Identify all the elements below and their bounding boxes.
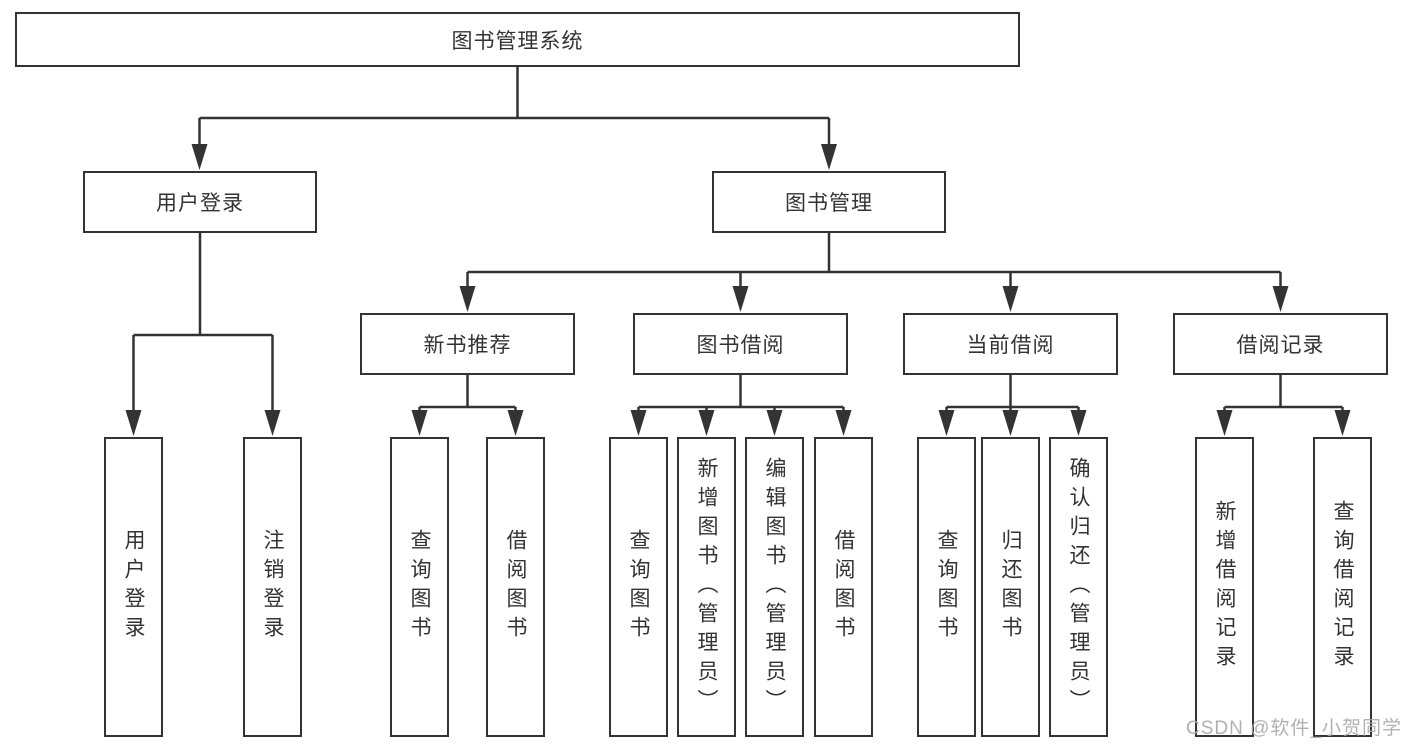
leaf-logout: 注销登录 [243, 437, 302, 737]
node-label: 用户登录 [156, 192, 244, 215]
node-book-borrowing: 图书借阅 [633, 313, 848, 375]
arrowheads-leaves [411, 410, 1351, 436]
arrowheads-userlogin-leaves [125, 410, 281, 436]
node-new-book-recommendation: 新书推荐 [360, 313, 575, 375]
leaf-query-books-current: 查询图书 [917, 437, 976, 737]
node-label: 当前借阅 [966, 334, 1055, 357]
connector-newrec-to-leaves [418, 375, 517, 413]
node-book-management-system: 图书管理系统 [15, 12, 1020, 67]
connector-borrowing-to-leaves [637, 375, 845, 413]
leaf-return-books: 归还图书 [981, 437, 1040, 737]
leaf-borrow-books-borrowing: 借阅图书 [814, 437, 873, 737]
connector-current-to-leaves [945, 375, 1080, 413]
leaf-label: 新增图书（管理员） [695, 456, 718, 718]
csdn-watermark: CSDN @软件_小贺同学 [1186, 718, 1402, 739]
leaf-label: 归还图书 [999, 529, 1022, 645]
arrowheads-level3 [459, 286, 1289, 312]
leaf-query-books-borrowing: 查询图书 [609, 437, 668, 737]
connector-root-to-level2 [198, 67, 831, 147]
leaf-confirm-return-admin: 确认归还（管理员） [1049, 437, 1108, 737]
leaf-label: 注销登录 [261, 529, 284, 645]
leaf-edit-books-admin: 编辑图书（管理员） [745, 437, 804, 737]
leaf-label: 新增借阅记录 [1213, 500, 1236, 674]
node-label: 图书管理 [785, 192, 873, 215]
leaf-label: 查询图书 [935, 529, 958, 645]
leaf-add-borrow-record: 新增借阅记录 [1195, 437, 1254, 737]
leaf-user-login: 用户登录 [104, 437, 163, 737]
leaf-label: 用户登录 [122, 529, 145, 645]
leaf-label: 编辑图书（管理员） [763, 456, 786, 718]
leaf-add-books-admin: 新增图书（管理员） [677, 437, 736, 737]
leaf-borrow-books-recommend: 借阅图书 [486, 437, 545, 737]
node-book-management: 图书管理 [712, 171, 946, 233]
leaf-query-books-recommend: 查询图书 [390, 437, 449, 737]
node-label: 新书推荐 [423, 334, 512, 357]
node-label: 图书管理系统 [451, 29, 584, 53]
leaf-label: 借阅图书 [832, 529, 855, 645]
connector-records-to-leaves [1223, 375, 1344, 413]
leaf-label: 查询图书 [627, 529, 650, 645]
leaf-label: 借阅图书 [504, 529, 527, 645]
node-label: 图书借阅 [696, 334, 785, 357]
node-current-borrowing: 当前借阅 [903, 313, 1118, 375]
leaf-label: 查询借阅记录 [1331, 500, 1354, 674]
connector-bookmgmt-to-level3 [466, 233, 1282, 289]
leaf-query-borrow-record: 查询借阅记录 [1313, 437, 1372, 737]
connector-userlogin-to-leaves [132, 233, 274, 413]
leaf-label: 确认归还（管理员） [1067, 456, 1090, 718]
node-label: 借阅记录 [1236, 334, 1325, 357]
arrowheads-level2 [191, 144, 837, 170]
node-borrowing-records: 借阅记录 [1173, 313, 1388, 375]
leaf-label: 查询图书 [408, 529, 431, 645]
node-user-login: 用户登录 [83, 171, 317, 233]
